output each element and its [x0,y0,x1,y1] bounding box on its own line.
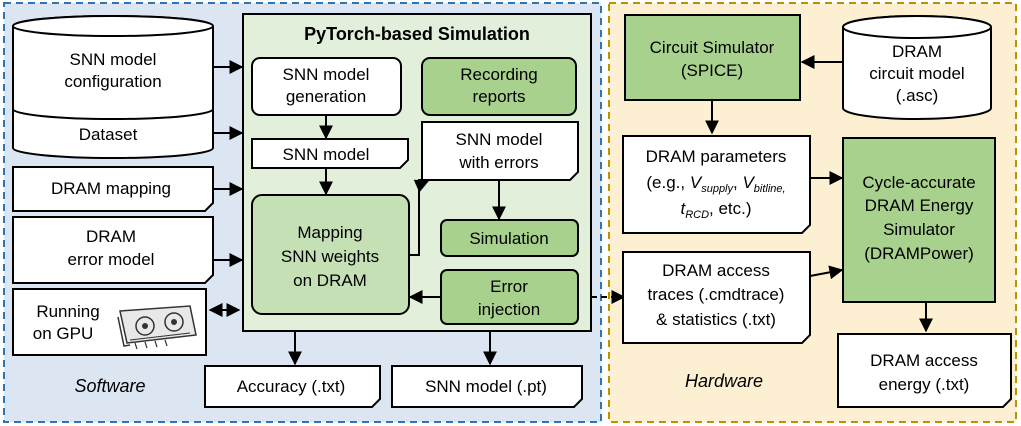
snn-generation-label-2: generation [286,87,366,106]
cycle-accurate-label-3: Simulator [883,220,955,239]
dram-access-traces-box: DRAM access traces (.cmdtrace) & statist… [622,251,811,344]
dram-parameters-label-1: DRAM parameters [646,147,787,166]
snn-pt-label: SNN model (.pt) [425,377,547,396]
circuit-simulator-label-1: Circuit Simulator [650,38,775,57]
hardware-label: Hardware [685,371,763,391]
simulation-box: Simulation [440,219,579,257]
dram-error-model-box: DRAM error model [12,216,214,284]
dram-energy-label-2: energy (.txt) [879,375,970,394]
dram-circuit-model-label-3: (.asc) [896,86,939,105]
snn-model-label: SNN model [283,145,370,164]
mapping-label-2: SNN weights [281,247,379,266]
simulation-label: Simulation [469,229,548,248]
arrow-traces-to-energy-sim [809,265,844,280]
snn-pt-output-box: SNN model (.pt) [391,365,583,408]
running-gpu-label-2: on GPU [33,324,93,343]
dram-error-model-label-1: DRAM [86,227,136,246]
recording-reports-label-2: reports [473,87,526,106]
mapping-box: Mapping SNN weights on DRAM [251,194,410,315]
dram-energy-label-1: DRAM access [870,351,978,370]
dram-mapping-box: DRAM mapping [12,166,214,212]
cycle-accurate-label-4: (DRAMPower) [864,244,974,263]
software-label: Software [74,376,145,396]
recording-reports-box: Recording reports [421,57,577,116]
circuit-simulator-box: Circuit Simulator (SPICE) [624,14,801,101]
snn-with-errors-label-2: with errors [458,153,538,172]
simulation-title: PyTorch-based Simulation [304,24,530,44]
recording-reports-label-1: Recording [460,65,538,84]
dram-circuit-model-cylinder: DRAM circuit model (.asc) [842,15,992,120]
dram-traces-label-2: traces (.cmdtrace) [648,285,785,304]
accuracy-output-box: Accuracy (.txt) [204,365,381,408]
snn-config-label-2: configuration [64,72,161,91]
dram-traces-label-1: DRAM access [662,261,770,280]
snn-model-box: SNN model [251,138,409,169]
dataset-label: Dataset [79,125,138,144]
snn-config-label-1: SNN model [70,50,157,69]
dram-mapping-label: DRAM mapping [51,179,171,198]
error-injection-box: Error injection [440,269,579,325]
cycle-accurate-simulator-box: Cycle-accurate DRAM Energy Simulator (DR… [842,137,996,303]
dram-parameters-box: DRAM parameters (e.g., Vsupply, Vbitline… [622,135,811,234]
gpu-icon [117,305,197,350]
cycle-accurate-label-2: DRAM Energy [865,196,974,215]
error-injection-label-2: injection [478,300,540,319]
dram-circuit-model-label-1: DRAM [892,42,942,61]
snn-config-cylinder: SNN model configuration Dataset [12,15,214,159]
dram-parameters-label-2: (e.g., Vsupply, Vbitline, [646,173,785,195]
running-gpu-label-1: Running [36,302,99,321]
mapping-label-1: Mapping [297,223,362,242]
snn-with-errors-label-1: SNN model [456,130,543,149]
snn-generation-box: SNN model generation [251,57,402,116]
error-injection-label-1: Error [490,277,528,296]
circuit-simulator-label-2: (SPICE) [681,61,743,80]
dram-traces-label-3: & statistics (.txt) [656,310,776,329]
dram-parameters-label-3: tRCD, etc.) [680,199,751,221]
dram-error-model-label-2: error model [68,250,155,269]
snn-generation-label-1: SNN model [283,65,370,84]
accuracy-label: Accuracy (.txt) [237,377,346,396]
dram-circuit-model-label-2: circuit model [869,64,964,83]
snn-with-errors-box: SNN model with errors [421,121,579,181]
running-gpu-box: Running on GPU [12,288,207,356]
mapping-label-3: on DRAM [293,271,367,290]
dram-access-energy-box: DRAM access energy (.txt) [837,333,1012,408]
cycle-accurate-label-1: Cycle-accurate [862,173,975,192]
